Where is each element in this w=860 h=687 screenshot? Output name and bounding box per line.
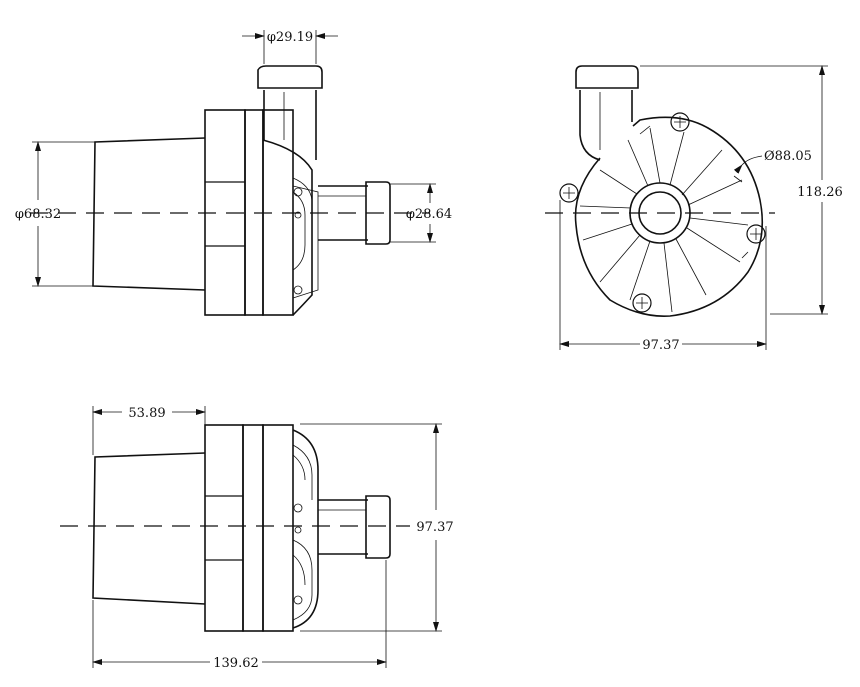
side-motor-body — [92, 137, 206, 291]
dim-bottom-height: 97.37 — [416, 520, 453, 535]
dim-motor-length: 53.89 — [128, 406, 165, 421]
front-screws — [559, 112, 766, 313]
dim-front-height: 118.26 — [797, 185, 843, 200]
dim-body-diameter: φ68.32 — [15, 207, 61, 222]
dim-volute-diameter: Ø88.05 — [764, 149, 812, 164]
bottom-motor-body — [92, 452, 206, 605]
front-ribs — [579, 125, 749, 313]
front-volute-outline — [574, 116, 764, 317]
dim-outlet-diameter: φ29.19 — [267, 30, 313, 45]
front-view: Ø88.05 118.26 97.37 — [545, 65, 843, 353]
dim-inlet-diameter: φ28.64 — [406, 207, 452, 222]
bottom-volute — [292, 429, 319, 629]
side-view: φ29.19 φ68.32 φ28.64 — [15, 30, 452, 316]
dim-total-length: 139.62 — [213, 656, 259, 671]
bottom-view: 53.89 97.37 139.62 — [60, 406, 454, 671]
side-inlet-pipe — [318, 185, 368, 241]
side-outlet-pipe — [263, 90, 317, 160]
dim-front-width: 97.37 — [642, 338, 679, 353]
